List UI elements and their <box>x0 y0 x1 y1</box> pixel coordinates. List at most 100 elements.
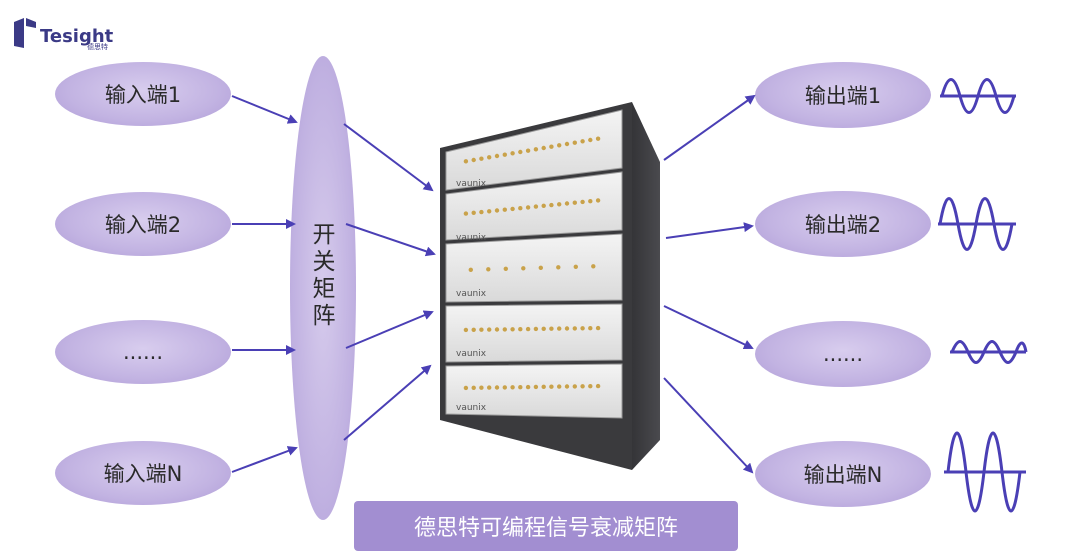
rf-connector <box>510 327 515 332</box>
rf-connector <box>494 327 500 332</box>
rf-connector <box>471 210 476 215</box>
rf-connector <box>533 326 539 332</box>
input-port-label: 输入端N <box>103 462 183 486</box>
rf-connector <box>595 198 601 203</box>
rf-connector <box>510 151 515 156</box>
arrow-in-4 <box>231 446 298 473</box>
rf-connector <box>479 385 484 390</box>
sine-wave-icon <box>950 340 1028 364</box>
rf-connector <box>538 265 543 270</box>
output-port-1: 输出端1 <box>755 62 931 128</box>
rf-connector <box>502 207 507 212</box>
rf-connector <box>564 201 570 206</box>
rf-connector <box>541 145 546 151</box>
rf-connector <box>588 384 593 389</box>
rf-connector <box>595 136 601 141</box>
rf-connector <box>510 206 515 212</box>
rf-connector <box>588 326 593 331</box>
rf-connector <box>557 326 562 331</box>
rf-connector <box>533 204 539 209</box>
rf-connector <box>471 327 476 332</box>
output-port-label: 输出端2 <box>804 213 882 237</box>
rf-connector <box>580 199 585 205</box>
rf-connector <box>494 385 500 390</box>
rf-connector <box>525 326 531 332</box>
rf-connector <box>502 385 507 390</box>
switch-matrix-label: 开关矩阵 <box>308 222 334 330</box>
rf-connector <box>580 326 585 331</box>
output-port-ellipsis: ...... <box>755 321 931 387</box>
rf-connector <box>487 209 492 214</box>
rf-connector <box>541 326 546 331</box>
rf-connector <box>588 137 593 143</box>
rack-unit-brand: vaunix <box>456 349 487 359</box>
input-port-label: 输入端2 <box>104 213 182 237</box>
rf-connector <box>588 199 593 204</box>
wave-output-4 <box>944 431 1026 513</box>
rf-connector <box>463 211 469 216</box>
rf-connector <box>518 327 523 332</box>
rack-unit-brand: vaunix <box>456 403 487 413</box>
rf-connector <box>557 202 562 207</box>
brand-logo: Tesight 德思特 <box>12 12 132 52</box>
rf-connector <box>471 157 476 163</box>
rack-connectors <box>463 136 601 391</box>
rf-connector <box>518 206 523 211</box>
input-port-1: 输入端1 <box>55 62 231 126</box>
switch-matrix-oval <box>290 56 356 520</box>
rf-connector <box>463 385 469 391</box>
output-port-label: 输出端N <box>803 463 883 487</box>
rf-connector <box>572 200 577 205</box>
rf-connector <box>549 326 554 331</box>
rack-unit-brand: vaunix <box>456 289 487 299</box>
rf-connector <box>463 159 469 164</box>
arrow-out-4 <box>663 377 754 474</box>
rack-unit-3: vaunix <box>445 233 623 303</box>
arrow-mid-3 <box>345 310 434 349</box>
rf-connector <box>573 264 578 269</box>
rf-connector <box>595 383 601 389</box>
rf-connector <box>494 208 500 213</box>
rf-connector <box>572 140 577 145</box>
arrow-mid-2 <box>345 223 436 257</box>
rf-connector <box>541 384 546 389</box>
rf-connector <box>557 384 562 389</box>
wave-output-1 <box>940 78 1016 114</box>
product-title-banner: 德思特可编程信号衰减矩阵 <box>354 501 738 551</box>
output-port-n: 输出端N <box>755 441 931 507</box>
logo-mark-icon <box>14 18 36 48</box>
rf-connector <box>494 153 500 159</box>
rack-unit-5: vaunix <box>445 363 623 419</box>
rf-connector <box>580 384 585 389</box>
rf-connector <box>521 266 526 271</box>
rf-connector <box>510 385 515 390</box>
rf-connector <box>502 327 507 332</box>
output-port-label: 输出端1 <box>804 84 882 108</box>
input-port-ellipsis: ...... <box>55 320 231 384</box>
rf-connector <box>525 205 531 210</box>
rf-connector <box>533 147 539 152</box>
rf-connector <box>591 264 596 269</box>
rf-connector <box>525 148 531 153</box>
rf-connector <box>518 149 523 155</box>
input-port-label: ...... <box>122 340 164 364</box>
rf-connector <box>595 325 601 331</box>
rf-connector <box>556 265 561 270</box>
logo-subtext: 德思特 <box>87 43 108 51</box>
rack-unit-brand: vaunix <box>456 179 487 189</box>
rf-connector <box>580 139 585 144</box>
rf-connector <box>518 385 523 390</box>
arrow-out-3 <box>663 305 754 350</box>
logo-text: Tesight <box>40 26 114 47</box>
output-port-label: ...... <box>822 342 864 366</box>
arrow-mid-4 <box>343 364 432 441</box>
rf-connector <box>525 384 531 390</box>
rf-connector <box>486 267 491 272</box>
rf-connector <box>487 327 492 332</box>
rf-connector <box>564 326 570 331</box>
rf-connector <box>564 141 570 147</box>
rf-connector <box>549 384 554 389</box>
wave-output-3 <box>950 340 1028 364</box>
rf-connector <box>479 327 484 332</box>
